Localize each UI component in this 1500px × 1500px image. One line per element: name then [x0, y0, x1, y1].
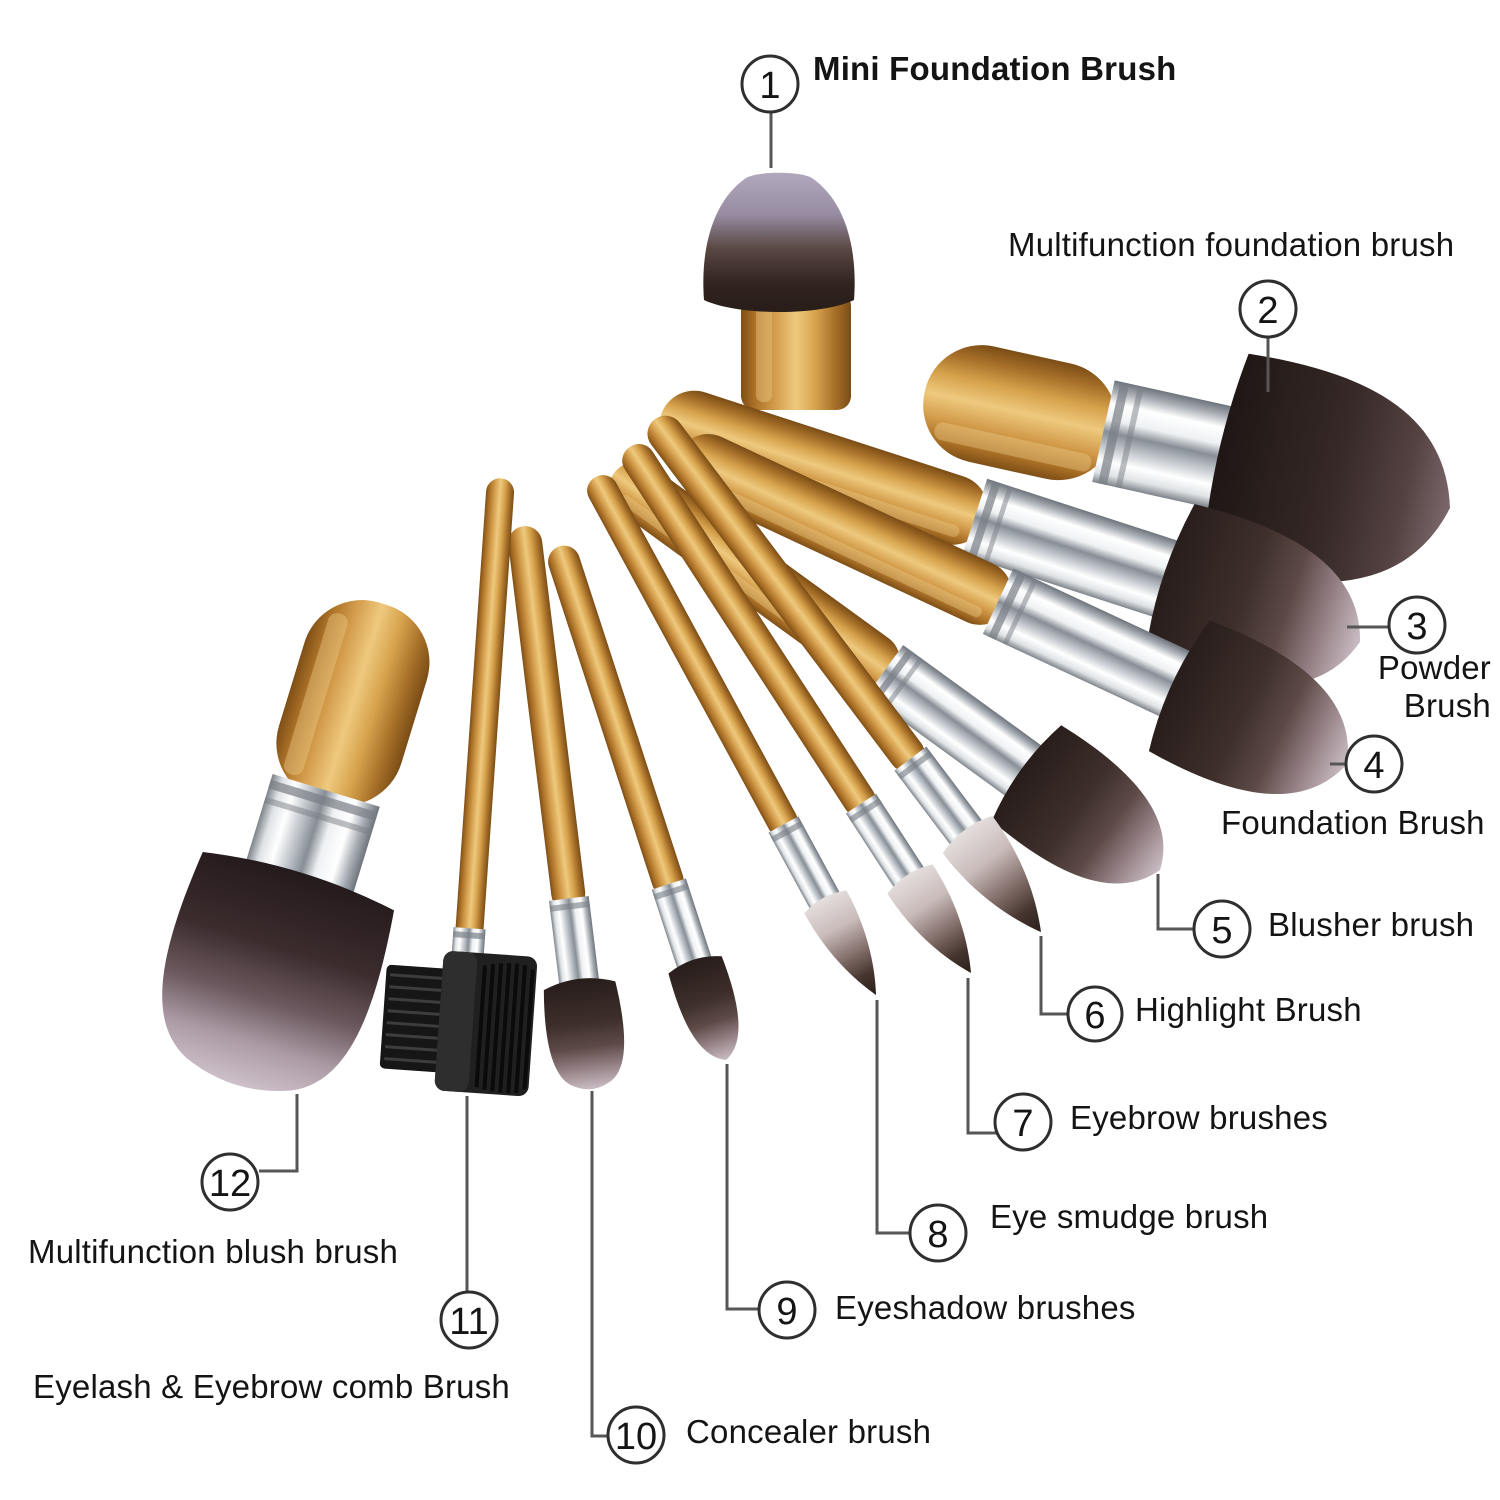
callout-number: 4 — [1363, 745, 1384, 787]
callout-number: 5 — [1211, 910, 1232, 952]
leader-line-12 — [259, 1094, 299, 1173]
label-powder-brush: Powder Brush — [1377, 649, 1491, 725]
brush-4-foundation — [676, 434, 1348, 795]
brush-7-eyebrow — [622, 444, 971, 973]
brush-6-highlight — [647, 415, 1041, 932]
label-blusher-brush: Blusher brush — [1268, 906, 1475, 943]
label-multifunction-foundation: Multifunction foundation brush — [1008, 226, 1455, 263]
label-mini-foundation-brush: Mini Foundation Brush — [813, 50, 1177, 87]
brush-2-multifunction-foundation — [923, 345, 1450, 583]
label-eyebrow-brushes: Eyebrow brushes — [1070, 1099, 1328, 1136]
callout-number: 11 — [449, 1301, 488, 1343]
callout-number: 6 — [1084, 995, 1105, 1037]
callout-number: 3 — [1406, 606, 1427, 648]
callout-number: 2 — [1257, 290, 1278, 332]
label-eyelash-eyebrow-comb-brush: Eyelash & Eyebrow comb Brush — [33, 1368, 510, 1405]
callout-number: 9 — [776, 1291, 797, 1333]
leader-line-6 — [1039, 936, 1067, 1016]
brush-1-mini-foundation — [703, 172, 855, 410]
callout-number: 1 — [759, 65, 780, 107]
callout-number: 12 — [209, 1163, 251, 1205]
callout-number: 8 — [927, 1214, 948, 1256]
brush-8-eye-smudge — [587, 475, 876, 995]
callout-circle-8: 8 — [908, 1203, 968, 1263]
label-concealer-brush: Concealer brush — [686, 1413, 932, 1450]
leader-line-7 — [966, 978, 998, 1135]
callout-circle-12: 12 — [200, 1152, 260, 1212]
callout-circle-7: 7 — [993, 1092, 1053, 1152]
leader-line-8 — [875, 1000, 909, 1235]
leader-line-9 — [725, 1064, 758, 1311]
leader-line-5 — [1156, 874, 1193, 931]
callout-circle-5: 5 — [1192, 899, 1252, 959]
brush-10-concealer — [508, 526, 625, 1090]
callout-circle-4: 4 — [1344, 734, 1404, 794]
callout-circle-11: 11 — [439, 1290, 499, 1350]
leader-line-10 — [590, 1091, 607, 1438]
callout-circle-6: 6 — [1066, 985, 1124, 1043]
callout-circle-1: 1 — [740, 54, 800, 114]
callout-number: 10 — [615, 1416, 657, 1458]
brush-11-eyelash-eyebrow-comb — [379, 478, 538, 1097]
label-foundation-brush: Foundation Brush — [1221, 804, 1485, 841]
callout-number: 7 — [1012, 1103, 1033, 1145]
label-multifunction-blush-brush: Multifunction blush brush — [28, 1233, 399, 1270]
label-eye-smudge-brush: Eye smudge brush — [990, 1198, 1269, 1235]
label-highlight-brush: Highlight Brush — [1135, 991, 1362, 1028]
brush-12-multifunction-blush — [162, 600, 430, 1091]
brush-9-eyeshadow — [548, 545, 739, 1060]
callout-circle-2: 2 — [1238, 279, 1298, 339]
callout-circle-10: 10 — [606, 1405, 666, 1465]
label-eyeshadow-brushes: Eyeshadow brushes — [835, 1289, 1136, 1326]
callout-circle-9: 9 — [757, 1280, 817, 1340]
callout-circle-3: 3 — [1387, 595, 1447, 655]
